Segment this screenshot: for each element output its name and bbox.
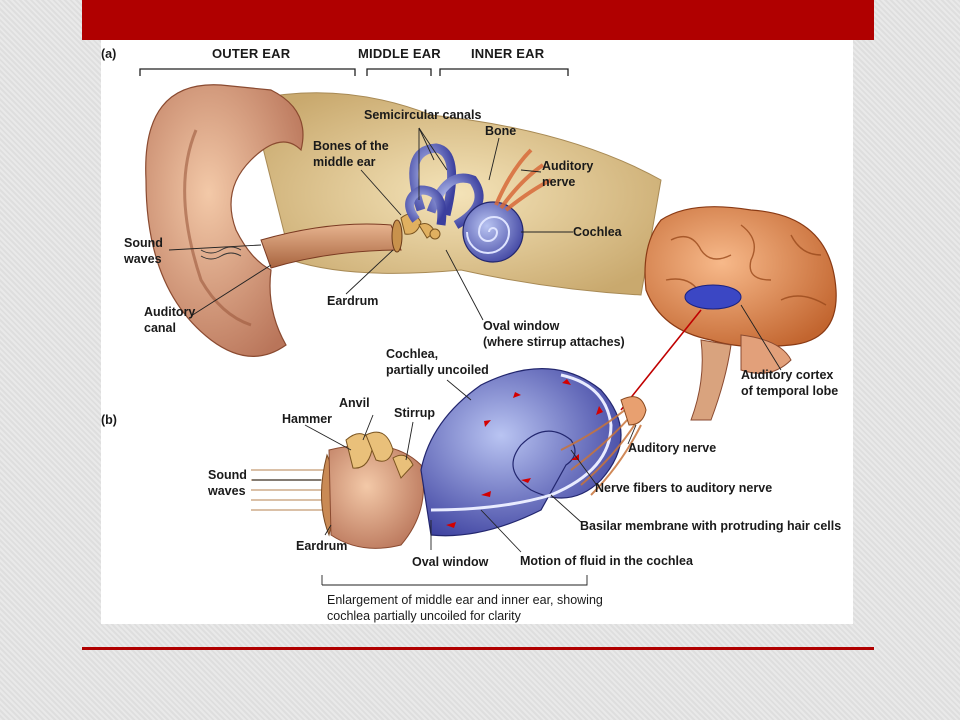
inner-ear-header: INNER EAR [471, 46, 545, 61]
brain [644, 206, 837, 421]
anvil-label: Anvil [339, 396, 370, 410]
auditory-nerve-fibers [494, 148, 552, 212]
cerebellum [740, 334, 792, 374]
oval-window-label-a: Oval window (where stirrup attaches) [483, 319, 625, 349]
ossicles-enlarged [345, 431, 414, 479]
part-b-label: (b) [101, 413, 117, 427]
eardrum-label-b: Eardrum [296, 539, 348, 553]
bones-middle-ear-label: Bones of the middle ear [313, 139, 389, 169]
nerve-fibers-label: Nerve fibers to auditory nerve [595, 481, 773, 495]
bone-label: Bone [485, 124, 517, 138]
semicircular-canals-label: Semicircular canals [364, 108, 482, 122]
auditory-cortex-region [684, 284, 742, 310]
ear-anatomy-figure: (a) OUTER EAR MIDDLE EAR INNER EAR Semic… [101, 40, 853, 624]
nerve-to-cortex-line [620, 309, 702, 411]
stirrup-label: Stirrup [394, 406, 435, 420]
auditory-canal-tube [260, 223, 402, 269]
auditory-nerve-label-b: Auditory nerve [628, 441, 717, 455]
auditory-nerve-bundle [620, 396, 647, 426]
sound-waves-label-b: Sound waves [208, 468, 247, 498]
oval-window-label-b: Oval window [412, 555, 489, 569]
cerebrum [644, 206, 837, 348]
auditory-canal-label: Auditory canal [144, 305, 196, 335]
incoming-sound-waves [251, 469, 326, 511]
fluid-motion-arrows [446, 379, 603, 528]
enlargement [251, 368, 647, 549]
cochlea-uncoiled-label: Cochlea, partially uncoiled [386, 347, 489, 377]
cochlea-label: Cochlea [573, 225, 622, 239]
bottom-divider [82, 647, 874, 650]
temporal-bone-block [250, 92, 662, 296]
header-brackets [139, 68, 569, 76]
basilar-membrane-line [430, 373, 613, 512]
ear-illustration [139, 68, 837, 586]
eardrum-label-a: Eardrum [327, 294, 379, 308]
eardrum-membrane [391, 219, 403, 253]
title-bar [82, 0, 874, 40]
outer-ear-header: OUTER EAR [212, 46, 291, 61]
middle-ear-header: MIDDLE EAR [358, 46, 441, 61]
brainstem [690, 339, 732, 421]
auditory-nerve-label-a: Auditory nerve [542, 159, 594, 189]
fluid-motion-label: Motion of fluid in the cochlea [520, 554, 693, 568]
ear-cross-section [145, 84, 662, 357]
pinna [145, 84, 304, 357]
auditory-cortex-label: Auditory cortex of temporal lobe [741, 368, 839, 398]
part-a-label: (a) [101, 47, 117, 61]
basilar-membrane-label: Basilar membrane with protruding hair ce… [580, 519, 842, 533]
hammer-label: Hammer [282, 412, 333, 426]
leader-lines [168, 127, 782, 586]
figure-caption: Enlargement of middle ear and inner ear,… [327, 593, 603, 623]
sound-waves-label-a: Sound waves [124, 236, 163, 266]
